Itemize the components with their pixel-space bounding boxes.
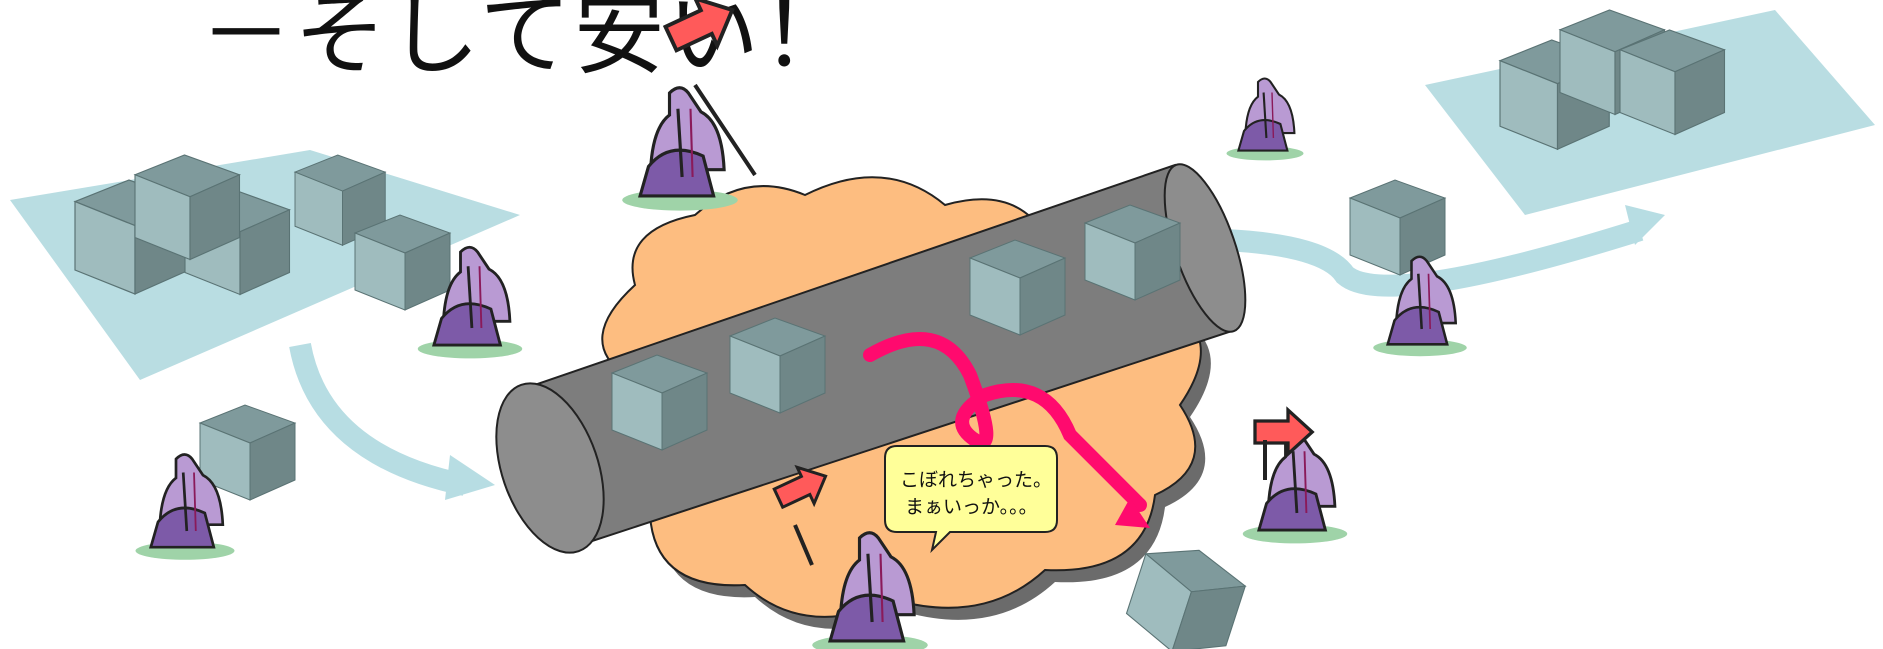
cube-icon	[354, 214, 451, 311]
figure-icon	[620, 86, 740, 213]
spill-arrow	[863, 332, 1147, 512]
slide-title: －そして安い！	[200, 0, 856, 88]
cube-icon	[969, 239, 1066, 336]
figure-icon	[1225, 77, 1305, 162]
flow-arrow-right	[1224, 219, 1644, 297]
speech-line-1: こぼれちゃった。	[900, 469, 1052, 491]
cube-icon	[1084, 204, 1181, 301]
speech-line-2: まぁいっか。。。	[905, 496, 1038, 518]
cube-icon	[611, 354, 708, 451]
speech-bubble: こぼれちゃった。 まぁいっか。。。	[884, 445, 1058, 554]
cube-icon	[1349, 179, 1446, 276]
flow-arrow-left	[289, 342, 468, 496]
cube-icon	[729, 317, 826, 414]
arrow-sign-icon	[768, 456, 836, 566]
arrow-sign-icon	[658, 0, 757, 177]
arrow-sign-icon	[1253, 408, 1314, 480]
